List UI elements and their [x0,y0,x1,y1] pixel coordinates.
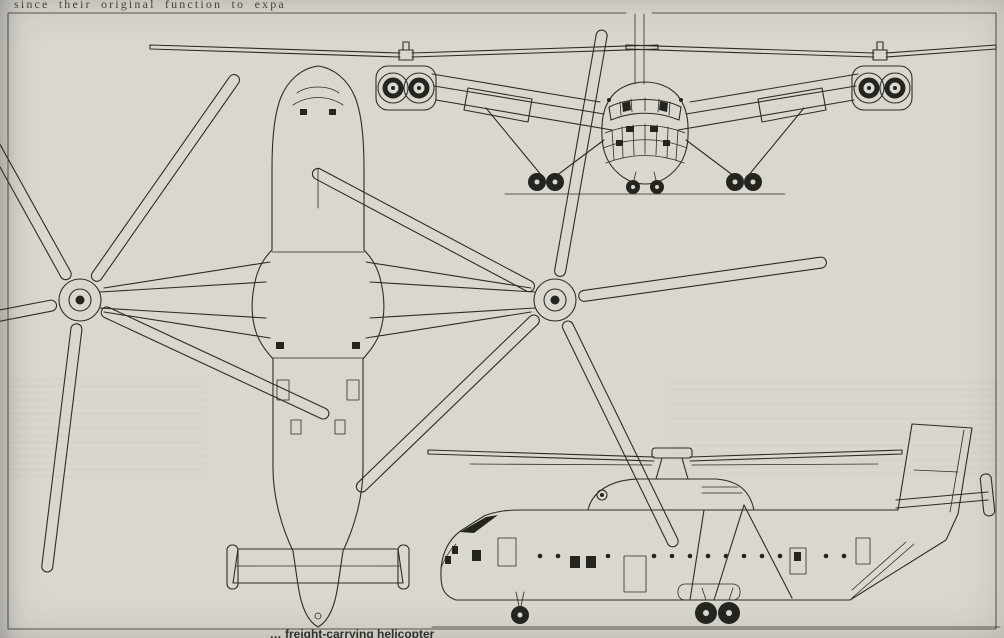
side-rotor-blades [427,449,903,466]
plan-outriggers [99,261,536,339]
front-truss [431,73,859,177]
plan-tailplane [226,544,410,620]
left-nacelle [375,41,437,111]
left-rotor-hub [58,278,102,322]
front-view [149,13,997,195]
front-landing-gear [504,171,786,195]
side-fuselage [440,423,996,601]
plan-fuselage [251,65,385,628]
plan-rotors [0,29,827,573]
right-nacelle [851,41,913,111]
right-rotor-hub [533,278,577,322]
right-rotor-blades [311,29,827,548]
front-fuselage [601,81,689,185]
frame-border [7,12,997,630]
engine-fairing [587,478,755,511]
page-top-text: since their original function to expa [14,0,286,11]
side-rotor-head [651,447,693,480]
plan-view [99,65,536,628]
front-rotor-blades [149,44,997,58]
side-landing-gear [511,587,740,624]
left-rotor-blades [0,59,330,573]
side-view [427,423,1001,628]
porthole-row [537,553,847,559]
figure-caption: … freight-carrying helicopter [269,627,435,638]
